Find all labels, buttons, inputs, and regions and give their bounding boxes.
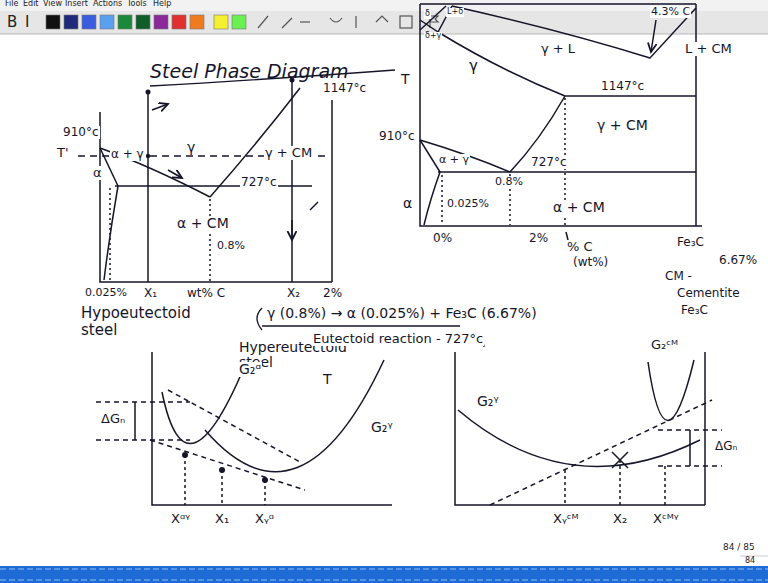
handwritten-label: γ xyxy=(468,58,479,75)
handwritten-label: α xyxy=(402,196,413,211)
handwritten-label: Xᵧᵅ xyxy=(254,512,275,526)
handwritten-label: T' xyxy=(56,146,70,160)
toolbar-label: Edit xyxy=(22,0,40,9)
handwritten-label: γ xyxy=(186,140,196,155)
handwritten-label: δ+γ xyxy=(424,32,442,41)
handwritten-label: L + CM xyxy=(684,42,733,56)
handwritten-label: γ + L xyxy=(540,42,576,56)
handwritten-label: 2% xyxy=(528,232,549,245)
handwritten-label: G₂ᵅ xyxy=(238,362,262,377)
toolbar-label: 84 / 85 xyxy=(722,543,756,553)
handwritten-label: α + γ xyxy=(110,148,145,161)
toolbar-label: 84 xyxy=(744,557,756,566)
toolbar-label: Insert xyxy=(64,0,89,9)
handwritten-label: T xyxy=(322,372,333,387)
handwritten-label: α xyxy=(92,166,103,180)
handwritten-label: 910°c xyxy=(62,126,100,139)
handwritten-label: 0.025% xyxy=(84,287,128,299)
handwritten-label: Hypoeutectoid steel xyxy=(80,305,200,338)
handwritten-label: 4.3% C xyxy=(650,6,691,18)
handwritten-label: G₂ᶜᴹ xyxy=(650,338,679,352)
toolbar-label: File xyxy=(4,0,19,9)
handwritten-label: α + γ xyxy=(438,154,470,166)
handwritten-label: 2% xyxy=(322,287,343,300)
handwritten-label: 0% xyxy=(432,232,453,245)
toolbar-label: Help xyxy=(152,0,172,9)
handwritten-label: 0.025% xyxy=(446,198,490,210)
toolbar-label: B xyxy=(6,14,18,31)
handwritten-label: Fe₃C xyxy=(680,304,709,317)
slide-title: Steel Phase Diagram xyxy=(150,60,349,82)
handwritten-label: ΔGₙ xyxy=(100,412,126,426)
handwritten-label: Eutectoid reaction - 727°c xyxy=(312,332,484,346)
handwritten-label: 6.67% xyxy=(718,254,758,267)
handwritten-label: δ xyxy=(424,10,431,19)
handwritten-label: α + CM xyxy=(176,216,230,231)
handwritten-label: G₂ᵞ xyxy=(476,394,500,409)
handwritten-label: X₂ xyxy=(612,512,628,526)
handwritten-label: Xᵧᶜᴹ xyxy=(552,512,580,526)
handwritten-label: Xᶜᴹᵞ xyxy=(652,512,680,526)
handwritten-label: 727°c xyxy=(240,176,278,189)
handwritten-label: CM - xyxy=(664,270,693,283)
handwritten-label: Xᵅᵞ xyxy=(170,512,191,526)
handwritten-label: wt% C xyxy=(186,287,226,300)
handwritten-label: 0.8% xyxy=(494,176,524,188)
handwritten-label: X₂ xyxy=(286,287,301,300)
handwritten-label: 1147°c xyxy=(322,82,367,95)
handwritten-label: 1147°c xyxy=(600,80,645,93)
handwritten-label: Cementite xyxy=(676,287,741,300)
handwritten-label: 0.8% xyxy=(216,240,246,252)
handwritten-label: X₁ xyxy=(143,287,158,300)
handwritten-label: L+δ xyxy=(446,8,464,17)
handwritten-label: γ + CM xyxy=(596,118,649,133)
handwritten-label: % C xyxy=(566,240,594,254)
toolbar-label: Actions xyxy=(92,0,123,9)
toolbar-label: Tools xyxy=(126,0,148,9)
handwritten-label: Fe₃C xyxy=(676,236,705,249)
handwritten-label: γ (0.8%) → α (0.025%) + Fe₃C (6.67%) xyxy=(266,306,538,321)
handwritten-label: γ + CM xyxy=(264,146,313,160)
toolbar-label: I xyxy=(24,14,30,31)
handwritten-label: 727°c xyxy=(530,156,568,169)
handwritten-label: 910°c xyxy=(378,130,416,143)
handwritten-label: (wt%) xyxy=(572,256,609,269)
handwritten-label: X₁ xyxy=(214,512,230,526)
handwritten-label: T xyxy=(400,72,411,87)
toolbar-label: View xyxy=(42,0,63,9)
handwritten-label: α + CM xyxy=(552,200,606,215)
handwritten-label: G₂ᵞ xyxy=(370,420,394,435)
handwritten-label: ΔGₙ xyxy=(714,440,738,453)
